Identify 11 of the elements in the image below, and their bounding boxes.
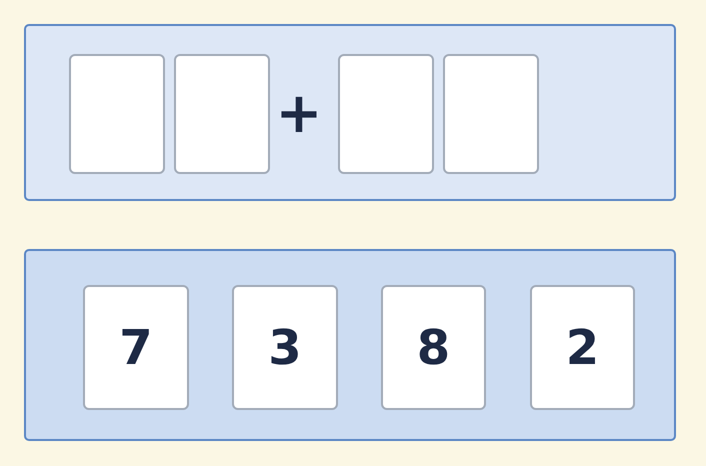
empty-card-slot bbox=[174, 54, 270, 174]
digit-card: 8 bbox=[381, 285, 486, 410]
answer-panel bbox=[24, 24, 676, 201]
digit-card: 7 bbox=[83, 285, 189, 410]
empty-card-slot bbox=[69, 54, 165, 174]
digit-tray-panel bbox=[24, 249, 676, 441]
digit-card: 2 bbox=[530, 285, 635, 410]
digit-card: 3 bbox=[232, 285, 338, 410]
empty-card-slot bbox=[338, 54, 434, 174]
plus-sign: + bbox=[276, 86, 322, 142]
empty-card-slot bbox=[443, 54, 539, 174]
